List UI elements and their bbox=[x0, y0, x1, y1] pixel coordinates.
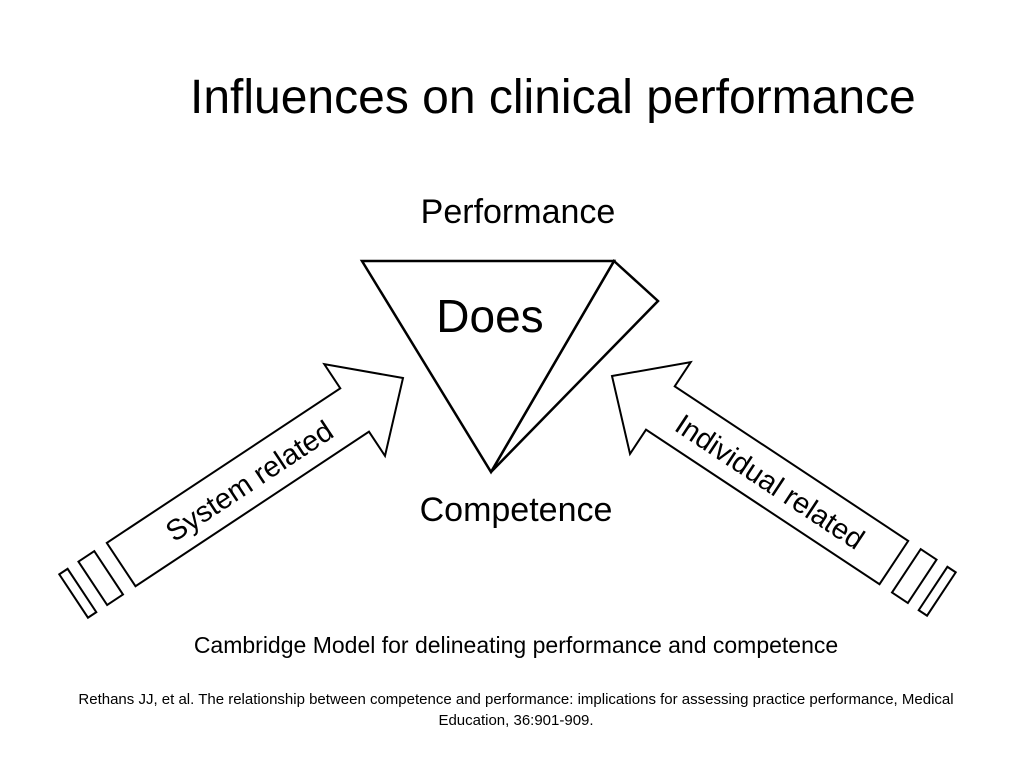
pyramid-front-face bbox=[359, 259, 617, 475]
inverted-pyramid bbox=[359, 259, 660, 475]
performance-label: Performance bbox=[421, 193, 616, 231]
individual-arrow-tail-bar bbox=[917, 565, 958, 618]
reference-citation: Rethans JJ, et al. The relationship betw… bbox=[78, 691, 954, 729]
system-arrow-tail-bar bbox=[57, 567, 98, 620]
system-arrow-tail-bar bbox=[77, 549, 125, 607]
competence-label: Competence bbox=[420, 491, 613, 529]
individual-arrow-tail-bar bbox=[890, 547, 938, 605]
individual-arrow-body bbox=[610, 360, 910, 586]
individual-related-arrow: Individual related bbox=[610, 360, 958, 618]
does-label: Does bbox=[436, 290, 543, 342]
individual-related-label: Individual related bbox=[669, 409, 870, 557]
system-related-arrow: System related bbox=[57, 362, 405, 620]
system-arrow-body bbox=[105, 362, 405, 588]
diagram-caption: Cambridge Model for delineating performa… bbox=[193, 632, 839, 658]
system-related-label: System related bbox=[160, 415, 339, 548]
slide-title: Influences on clinical performance bbox=[190, 71, 916, 124]
